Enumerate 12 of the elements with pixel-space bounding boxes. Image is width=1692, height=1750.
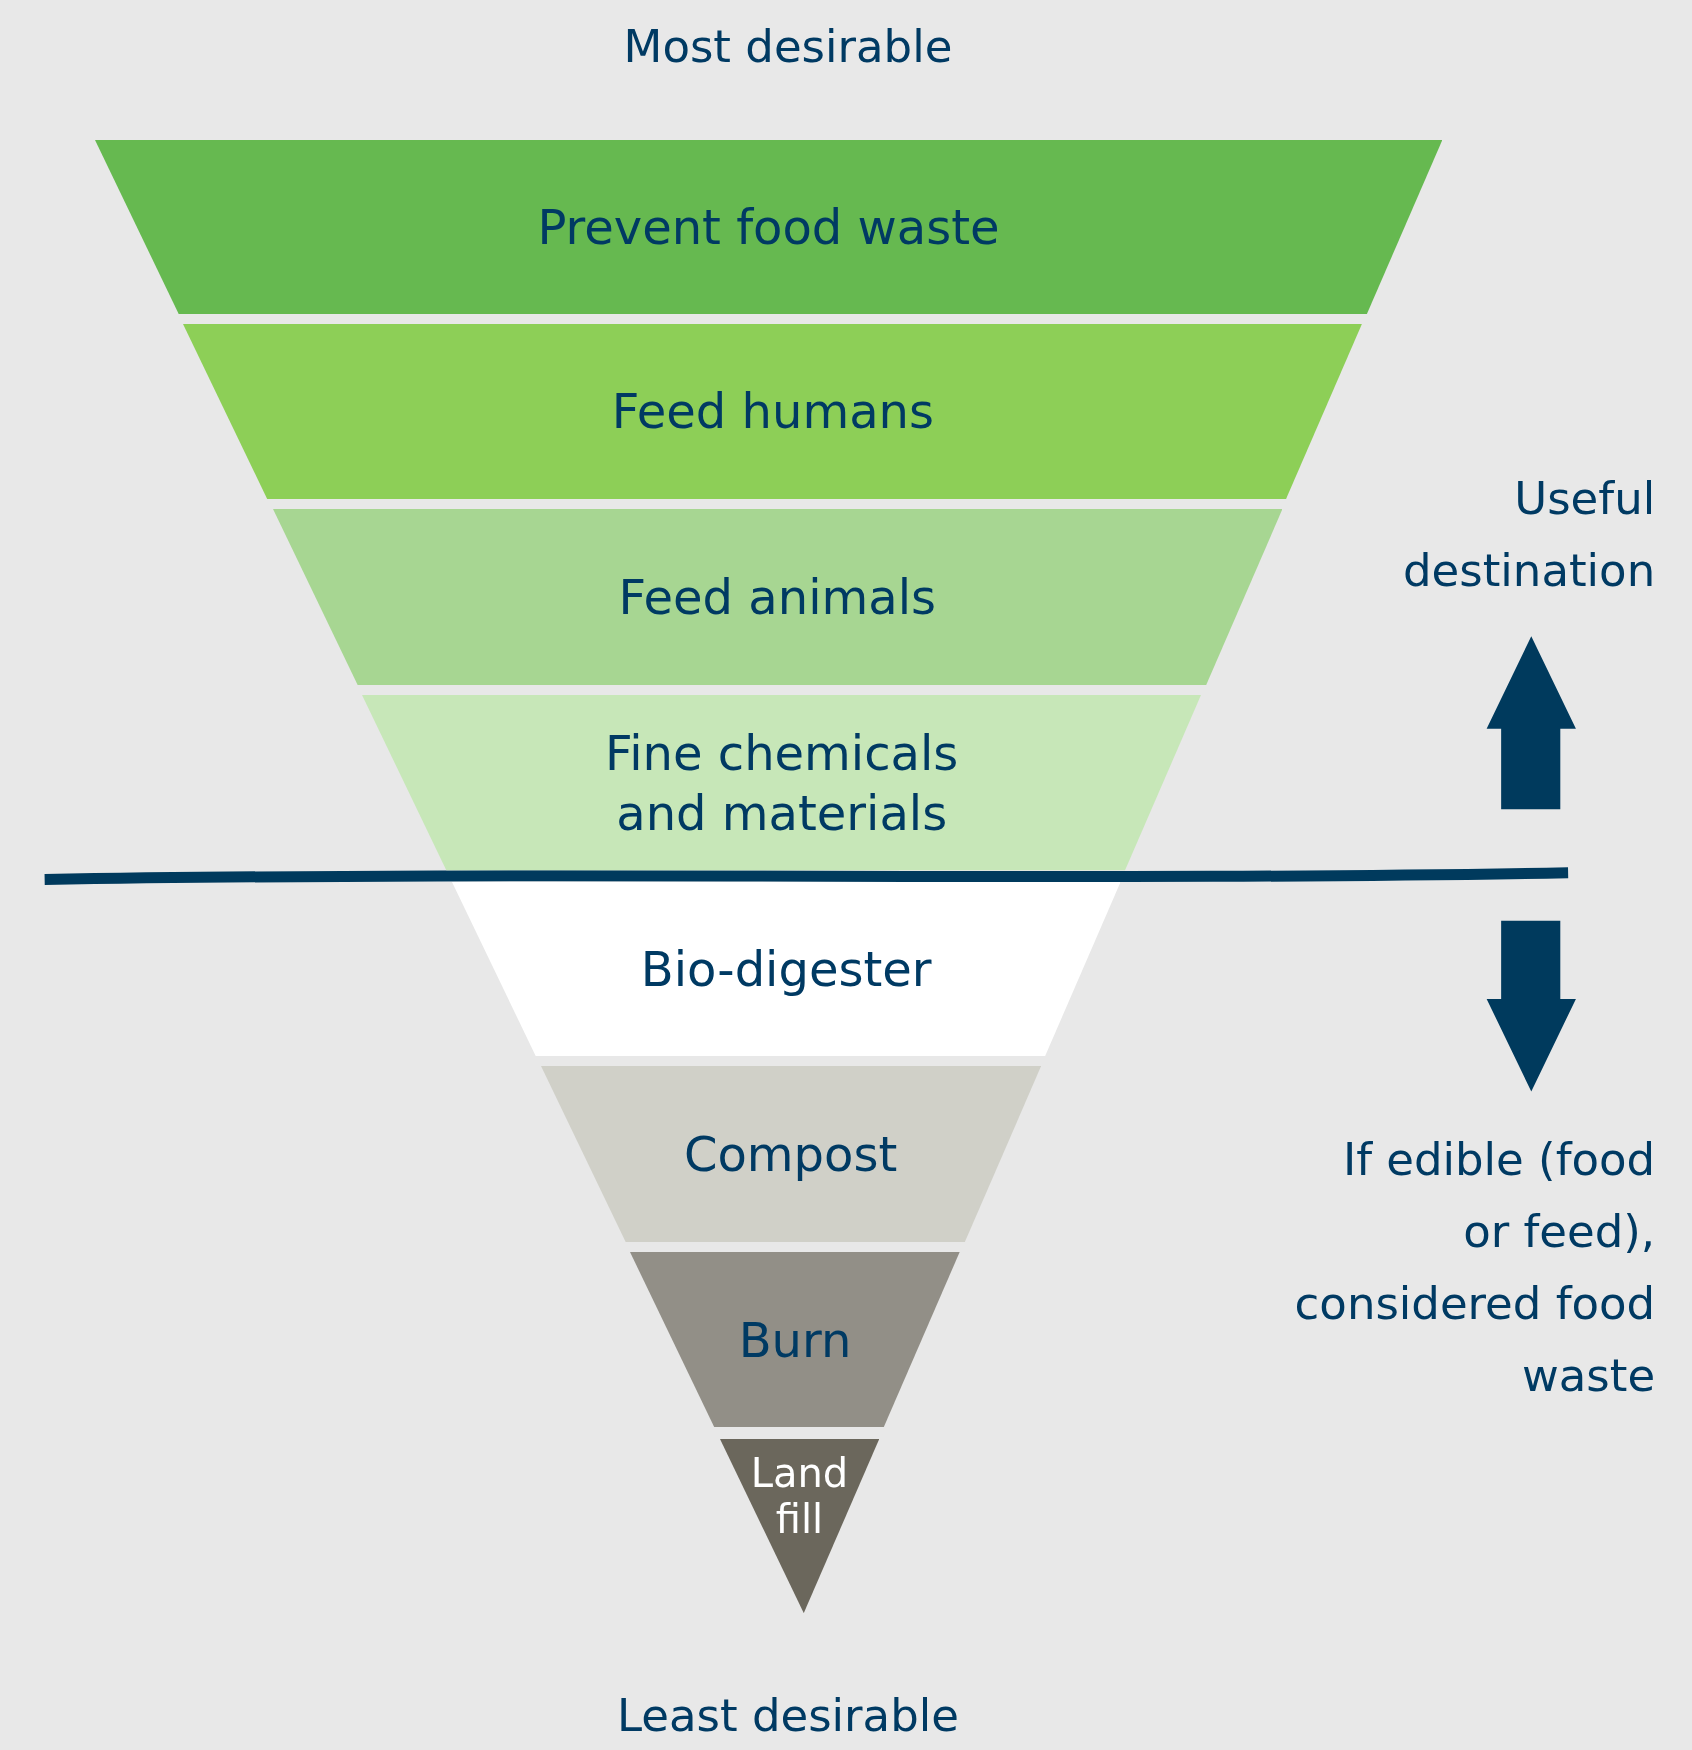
tier-label: Compost [682, 1125, 899, 1184]
tier-label: Feed humans [610, 382, 935, 442]
scale-end-label: Most desirable [622, 19, 954, 76]
tier-label: Fine chemicals and materials [604, 723, 960, 843]
side-note: If edible (food or feed), considered food waste [1293, 1131, 1656, 1404]
scale-end-label: Least desirable [615, 1687, 960, 1744]
tier-label: Bio-digester [639, 939, 933, 999]
tier-label: Prevent food waste [536, 197, 1001, 257]
side-note: Useful destination [1402, 471, 1656, 600]
tier-label: Feed animals [617, 568, 938, 628]
tier-label: Burn [737, 1310, 853, 1370]
tier-label: Land fill [749, 1450, 850, 1543]
